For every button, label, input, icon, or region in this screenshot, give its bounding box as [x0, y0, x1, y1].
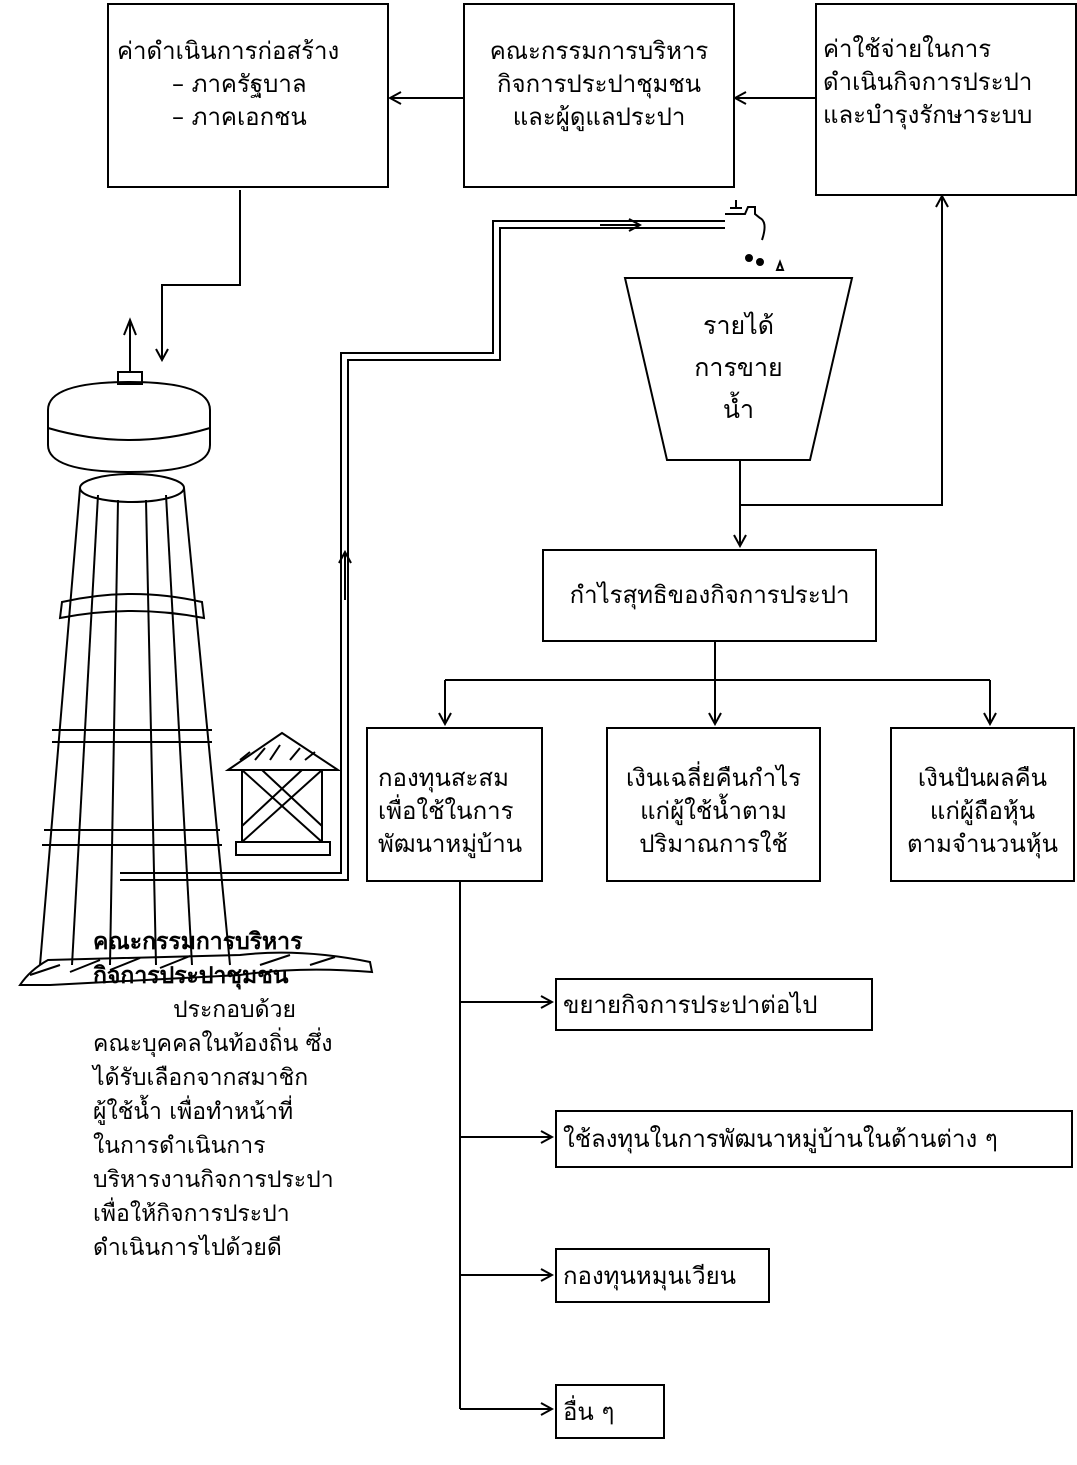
others-box: อื่น ๆ — [555, 1384, 665, 1439]
refund-line-1: เงินเฉลี่ยคืนกำไร — [625, 764, 802, 792]
note-line-9: เพื่อให้กิจการประปา — [93, 1201, 290, 1227]
net-profit-label: กำไรสุทธิของกิจการประปา — [569, 581, 850, 609]
invest-label: ใช้ลงทุนในการพัฒนาหมู่บ้านในด้านต่าง ๆ — [563, 1125, 998, 1153]
village-fund-line-1: กองทุนสะสม — [378, 764, 509, 792]
note-line-4: คณะบุคคลในท้องถิ่น ซึ่ง — [93, 1031, 333, 1057]
expenses-line-2: ดำเนินกิจการประปา — [823, 68, 1033, 96]
construction-title: ค่าดำเนินการก่อสร้าง — [117, 37, 340, 65]
construction-item-government: – ภาครัฐบาล — [172, 70, 307, 98]
water-pipe — [120, 227, 725, 881]
note-line-2: กิจการประปาชุมชน — [93, 963, 289, 989]
note-line-3: ประกอบด้วย — [173, 997, 296, 1023]
net-profit-box: กำไรสุทธิของกิจการประปา — [542, 549, 877, 642]
note-line-10: ดำเนินการไปด้วยดี — [93, 1235, 282, 1261]
construction-item-private: – ภาคเอกชน — [172, 103, 307, 131]
dividend-box: เงินปันผลคืน แก่ผู้ถือหุ้น ตามจำนวนหุ้น — [890, 727, 1075, 882]
committee-line-2: กิจการประปาชุมชน — [496, 70, 702, 98]
revenue-line-1: รายได้ — [703, 311, 774, 340]
water-tower-icon — [18, 317, 374, 986]
revolving-fund-box: กองทุนหมุนเวียน — [555, 1248, 770, 1303]
profit-refund-box: เงินเฉลี่ยคืนกำไร แก่ผู้ใช้น้ำตาม ปริมาณ… — [606, 727, 821, 882]
dividend-line-2: แก่ผู้ถือหุ้น — [929, 797, 1036, 825]
committee-box: คณะกรรมการบริหาร กิจการประปาชุมชน และผู้… — [463, 3, 735, 188]
water-pipe-inner — [120, 220, 725, 874]
note-line-8: บริหารงานกิจการประปา — [93, 1167, 334, 1193]
dividend-line-1: เงินปันผลคืน — [917, 764, 1048, 792]
note-line-7: ในการดำเนินการ — [93, 1133, 266, 1159]
note-line-1: คณะกรรมการบริหาร — [93, 929, 303, 955]
expenses-line-1: ค่าใช้จ่ายในการ — [823, 35, 992, 63]
village-fund-line-3: พัฒนาหมู่บ้าน — [378, 830, 523, 858]
operating-expenses-box: ค่าใช้จ่ายในการ ดำเนินกิจการประปา และบำร… — [815, 3, 1077, 196]
village-fund-box: กองทุนสะสม เพื่อใช้ในการ พัฒนาหมู่บ้าน — [366, 727, 543, 882]
others-label: อื่น ๆ — [563, 1398, 615, 1426]
revenue-label: รายได้ การขาย น้ำ — [667, 305, 810, 431]
committee-line-3: และผู้ดูแลประปา — [512, 103, 686, 131]
revenue-line-2: การขาย — [694, 353, 783, 382]
expand-business-box: ขยายกิจการประปาต่อไป — [555, 978, 873, 1031]
arrow-revenue-to-expenses — [740, 196, 942, 506]
expenses-line-3: และบำรุงรักษาระบบ — [823, 101, 1033, 129]
village-investment-box: ใช้ลงทุนในการพัฒนาหมู่บ้านในด้านต่าง ๆ — [555, 1110, 1073, 1168]
committee-line-1: คณะกรรมการบริหาร — [489, 37, 709, 65]
revenue-line-3: น้ำ — [722, 395, 755, 424]
refund-line-2: แก่ผู้ใช้น้ำตาม — [640, 797, 787, 825]
expand-label: ขยายกิจการประปาต่อไป — [563, 991, 818, 1019]
village-fund-line-2: เพื่อใช้ในการ — [378, 797, 514, 825]
arrow-construction-to-tower — [162, 190, 241, 360]
note-line-5: ได้รับเลือกจากสมาชิก — [93, 1065, 309, 1091]
construction-cost-box: ค่าดำเนินการก่อสร้าง – ภาครัฐบาล – ภาคเอ… — [107, 3, 389, 188]
note-line-6: ผู้ใช้น้ำ เพื่อทำหน้าที่ — [93, 1099, 294, 1125]
pump-house-icon — [224, 731, 342, 856]
dividend-line-3: ตามจำนวนหุ้น — [907, 830, 1058, 858]
revenue-funnel — [623, 277, 854, 461]
refund-line-3: ปริมาณการใช้ — [639, 830, 788, 858]
revolving-label: กองทุนหมุนเวียน — [563, 1262, 737, 1290]
water-tap-icon — [725, 200, 785, 271]
committee-description: คณะกรรมการบริหาร กิจการประปาชุมชน ประกอบ… — [93, 925, 423, 1265]
